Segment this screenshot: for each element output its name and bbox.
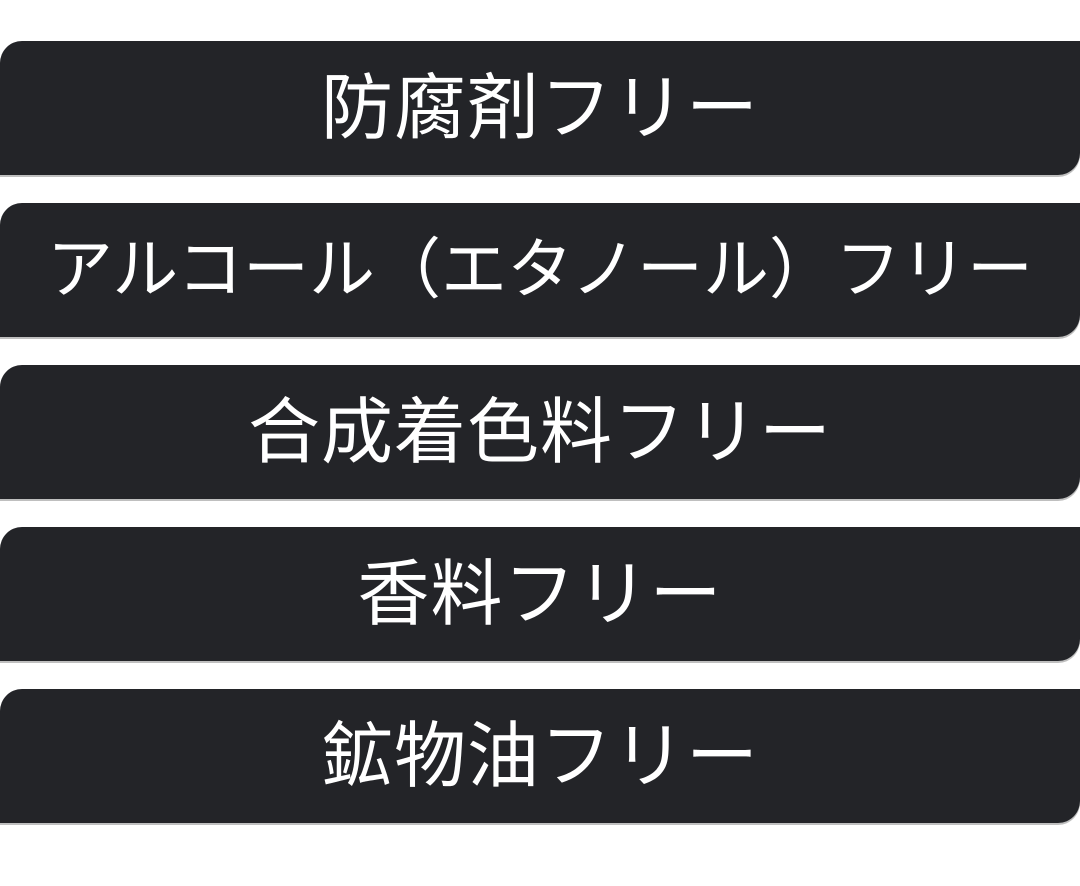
item-label: 鉱物油フリー xyxy=(320,714,759,798)
item-label: 香料フリー xyxy=(357,552,723,636)
item-label: 合成着色料フリー xyxy=(247,390,832,474)
free-from-item-alcohol: アルコール（エタノール）フリー xyxy=(0,203,1080,337)
free-from-list: 防腐剤フリー アルコール（エタノール）フリー 合成着色料フリー 香料フリー 鉱物… xyxy=(0,41,1080,851)
item-label: 防腐剤フリー xyxy=(320,66,759,150)
free-from-item-fragrance: 香料フリー xyxy=(0,527,1080,661)
free-from-item-mineral-oil: 鉱物油フリー xyxy=(0,689,1080,823)
item-label: アルコール（エタノール）フリー xyxy=(46,231,1034,308)
free-from-item-preservative: 防腐剤フリー xyxy=(0,41,1080,175)
free-from-item-synthetic-colorant: 合成着色料フリー xyxy=(0,365,1080,499)
